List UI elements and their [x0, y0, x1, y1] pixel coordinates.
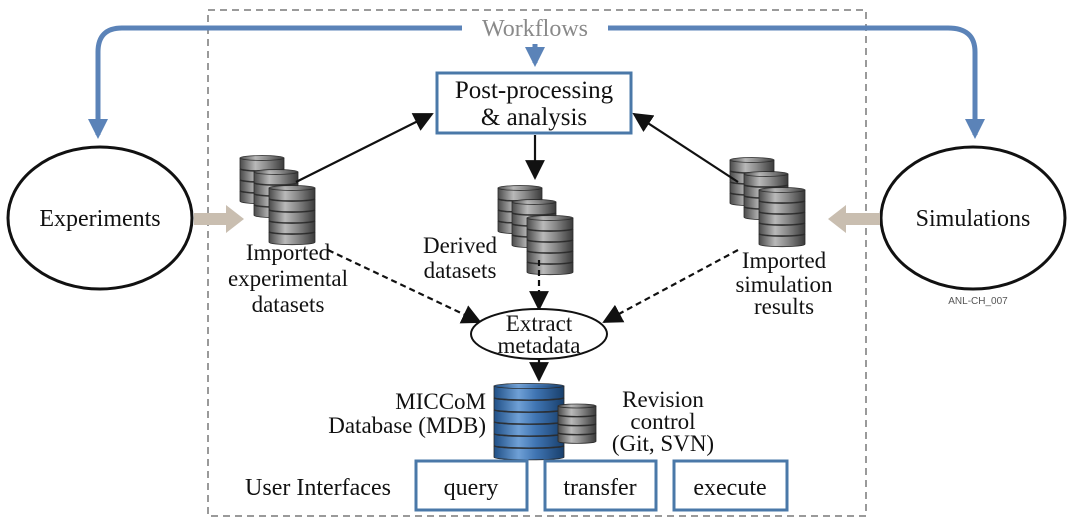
- database-line1: MICCoM: [395, 389, 486, 414]
- revision-line3: (Git, SVN): [612, 431, 714, 456]
- imported-sim-line2: simulation: [735, 272, 833, 297]
- revision-line1: Revision: [622, 387, 704, 412]
- exp-to-extract-arrow: [327, 249, 482, 324]
- post-processing-box: [435, 71, 633, 135]
- simulations-label: Simulations: [916, 206, 1031, 232]
- execute-button[interactable]: execute: [672, 459, 789, 512]
- experiments-input-arrow: [194, 205, 244, 233]
- transfer-button[interactable]: transfer: [543, 459, 658, 512]
- analysis-arrows: [295, 112, 739, 183]
- execute-label: execute: [693, 475, 766, 501]
- imported-sim-line1: Imported: [742, 248, 827, 273]
- db-cylinder-front: [268, 185, 316, 246]
- imported-exp-line2: experimental: [228, 266, 348, 291]
- derived-line2: datasets: [424, 258, 497, 283]
- extract-metadata-node: [470, 308, 608, 360]
- post-processing-line2: & analysis: [481, 104, 587, 131]
- imported-exp-line3: datasets: [252, 292, 325, 317]
- derived-line1: Derived: [423, 233, 498, 258]
- workflows-label: Workflows: [482, 16, 588, 42]
- db-cylinder-front: [758, 187, 806, 248]
- system-boundary: [207, 9, 867, 517]
- post-processing-line1: Post-processing: [455, 77, 614, 104]
- revision-control-icon: [557, 403, 597, 444]
- experiments-label: Experiments: [39, 206, 160, 232]
- db-cylinder-rev: [557, 403, 597, 444]
- metadata-arrows: [327, 249, 739, 382]
- simulations-node: [879, 145, 1067, 291]
- database-line2: Database (MDB): [328, 413, 486, 438]
- query-button[interactable]: query: [414, 459, 529, 512]
- extract-line1: Extract: [506, 311, 573, 336]
- sim-to-analysis-arrow: [632, 112, 739, 183]
- sim-to-extract-arrow: [602, 249, 739, 323]
- simulation-results-icon: [729, 157, 806, 248]
- db-cylinder-main: [493, 382, 565, 461]
- derived-datasets-icon: [497, 185, 574, 276]
- db-cylinder-front: [526, 215, 574, 276]
- revision-line2: control: [630, 409, 695, 434]
- experimental-datasets-icon: [239, 155, 316, 246]
- simulations-input-arrow: [828, 205, 880, 233]
- imported-sim-line3: results: [754, 294, 814, 319]
- workflow-arrow-left: [88, 25, 468, 139]
- workflow-arrow-right: [600, 25, 985, 139]
- transfer-label: transfer: [563, 475, 636, 501]
- query-label: query: [444, 475, 499, 501]
- user-interfaces-label: User Interfaces: [245, 475, 391, 501]
- extract-line2: metadata: [497, 333, 580, 358]
- imported-exp-line1: Imported: [246, 240, 331, 265]
- experiments-node: [6, 145, 194, 291]
- exp-to-analysis-arrow: [295, 113, 434, 183]
- miccom-database-icon: [493, 382, 565, 461]
- figure-id: ANL-CH_007: [948, 296, 1008, 307]
- workflow-arrows: [88, 25, 985, 139]
